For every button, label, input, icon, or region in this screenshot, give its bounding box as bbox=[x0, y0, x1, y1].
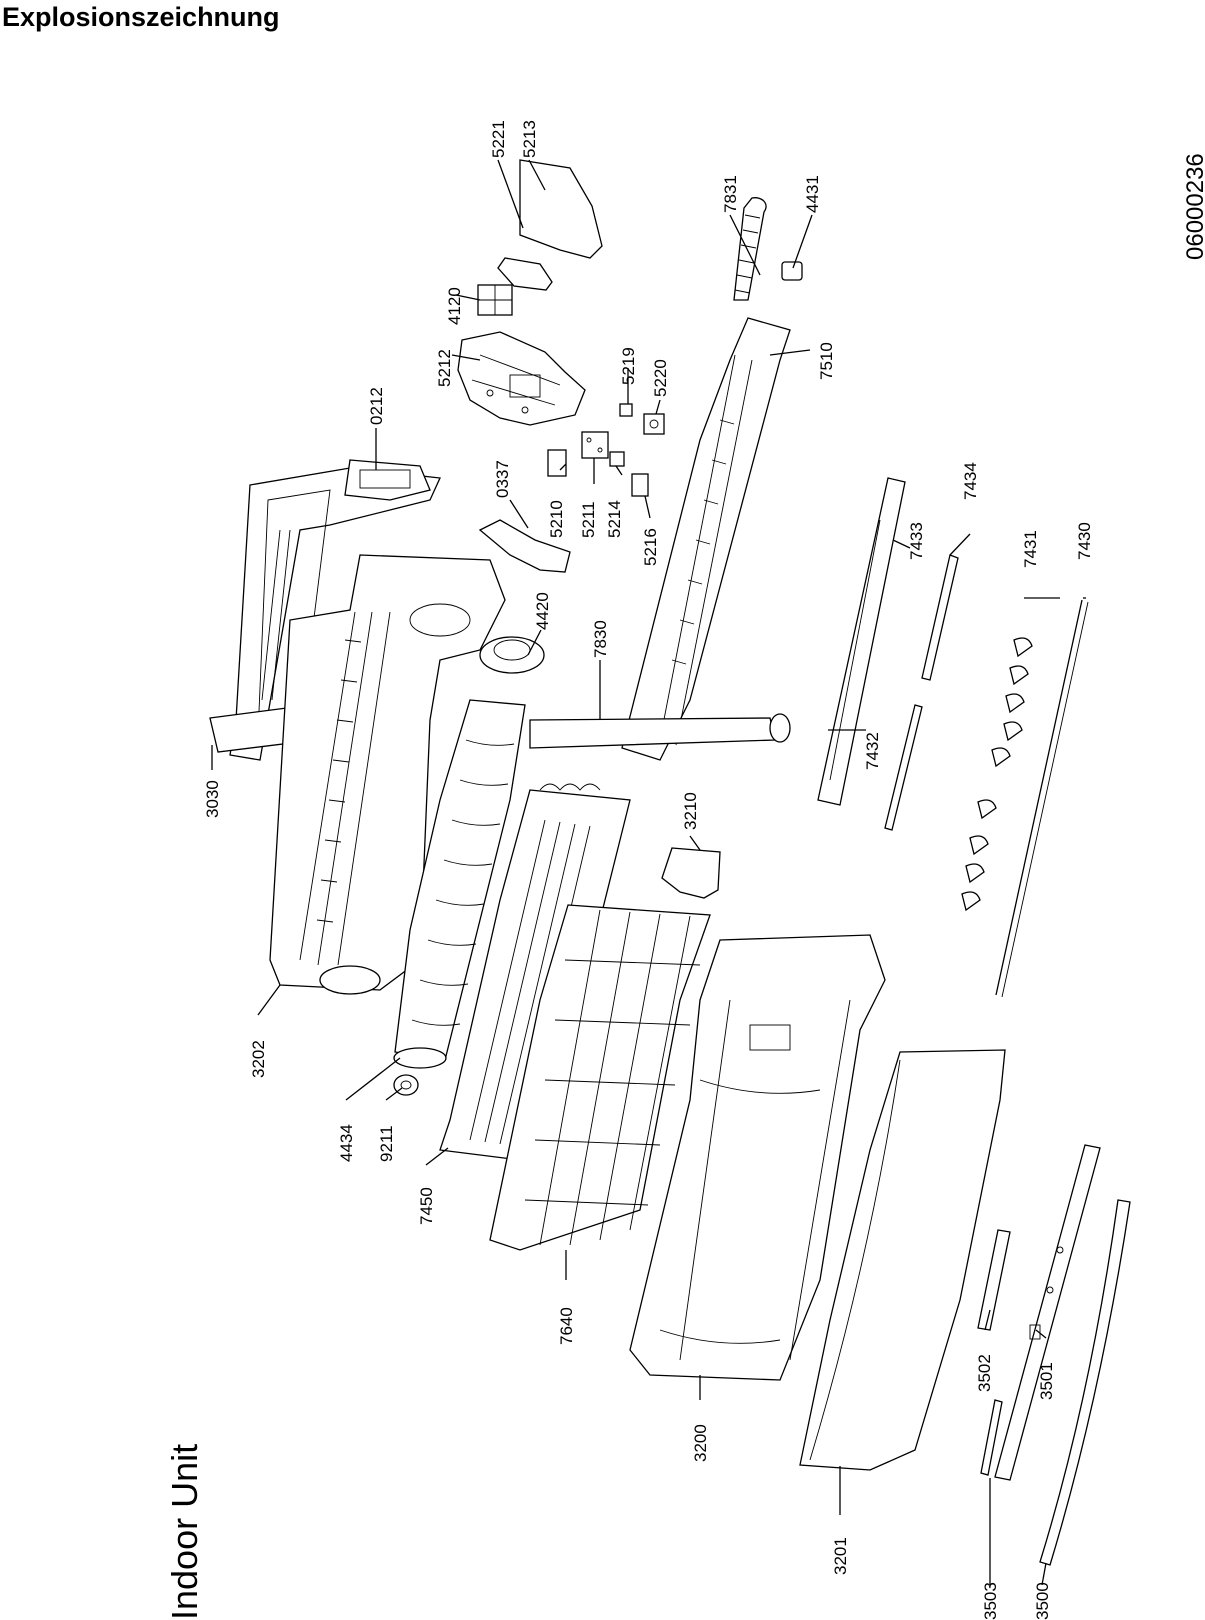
part-label: 5213 bbox=[520, 120, 539, 158]
part-label: 7450 bbox=[417, 1187, 436, 1225]
part-label: 7640 bbox=[557, 1307, 576, 1345]
part-7831-shape bbox=[733, 197, 767, 301]
document-number: 06000236 bbox=[1182, 153, 1205, 260]
part-3500-shape bbox=[1039, 1199, 1131, 1566]
part-5214-shape bbox=[609, 451, 625, 467]
part-label: 7510 bbox=[817, 342, 836, 380]
part-label: 3030 bbox=[203, 780, 222, 818]
part-label: 4434 bbox=[337, 1124, 356, 1162]
part-7640-shape bbox=[489, 904, 711, 1251]
part-label: 5212 bbox=[435, 349, 454, 387]
part-3200-shape bbox=[629, 934, 886, 1381]
part-label: 5219 bbox=[619, 347, 638, 385]
part-label: 9211 bbox=[377, 1125, 396, 1162]
part-3210-shape bbox=[661, 847, 721, 899]
part-label: 3210 bbox=[681, 792, 700, 830]
part-label: 3500 bbox=[1033, 1582, 1052, 1620]
part-7433-shape bbox=[817, 477, 906, 806]
part-label: 4120 bbox=[445, 287, 464, 325]
part-label: 7431 bbox=[1021, 530, 1040, 568]
part-5221-shape bbox=[497, 257, 553, 291]
part-label: 7430 bbox=[1075, 522, 1094, 560]
part-5211-shape bbox=[581, 431, 609, 459]
part-3501-shape bbox=[994, 1144, 1101, 1481]
part-label: 3502 bbox=[975, 1354, 994, 1392]
leader-lines bbox=[211, 159, 1086, 1586]
part-3502-shape bbox=[977, 1229, 1011, 1331]
part-5216-shape bbox=[631, 473, 649, 497]
part-7830-shape bbox=[529, 713, 791, 749]
part-label: 7830 bbox=[591, 620, 610, 658]
part-0337-shape bbox=[478, 519, 571, 573]
part-5213-shape bbox=[519, 159, 603, 259]
part-label: 5220 bbox=[651, 359, 670, 397]
part-labels: 5221 5213 7831 4431 4120 5212 5219 5220 … bbox=[203, 120, 1094, 1620]
part-label: 3202 bbox=[249, 1040, 268, 1078]
part-label: 0337 bbox=[493, 460, 512, 498]
part-7430-shape bbox=[995, 599, 1089, 998]
part-7431-shape bbox=[961, 637, 1033, 912]
part-7510-shape bbox=[621, 317, 791, 761]
part-label: 3201 bbox=[831, 1537, 850, 1575]
unit-label: Indoor Unit bbox=[164, 1444, 205, 1620]
part-4431-shape bbox=[781, 261, 803, 281]
part-label: 5211 bbox=[579, 501, 598, 538]
part-4120-shape bbox=[477, 284, 513, 316]
part-label: 3503 bbox=[981, 1582, 1000, 1620]
part-label: 4431 bbox=[803, 175, 822, 213]
part-label: 7433 bbox=[907, 522, 926, 560]
part-label: 7432 bbox=[863, 732, 882, 770]
part-3201-shape bbox=[799, 1049, 1006, 1471]
parts-drawing bbox=[209, 159, 1131, 1566]
part-0212-shape bbox=[344, 459, 431, 501]
part-4420-shape bbox=[479, 636, 545, 674]
part-label: 5216 bbox=[641, 528, 660, 566]
part-label: 7434 bbox=[961, 462, 980, 500]
part-label: 0212 bbox=[367, 387, 386, 425]
part-5219-shape bbox=[619, 403, 633, 417]
part-label: 5210 bbox=[547, 500, 566, 538]
part-7434-shape bbox=[884, 554, 959, 831]
part-label: 4420 bbox=[533, 592, 552, 630]
part-label: 3501 bbox=[1037, 1362, 1056, 1400]
part-5220-shape bbox=[643, 413, 665, 435]
part-label: 7831 bbox=[721, 175, 740, 213]
page-title: Explosionszeichnung bbox=[2, 2, 280, 32]
part-label: 5214 bbox=[605, 500, 624, 538]
part-5210-shape bbox=[547, 449, 567, 477]
part-label: 5221 bbox=[489, 120, 508, 158]
part-4434-shape bbox=[393, 699, 526, 1069]
part-label: 3200 bbox=[691, 1424, 710, 1462]
part-3503-shape bbox=[980, 1399, 1003, 1476]
part-5212-shape bbox=[457, 331, 586, 426]
